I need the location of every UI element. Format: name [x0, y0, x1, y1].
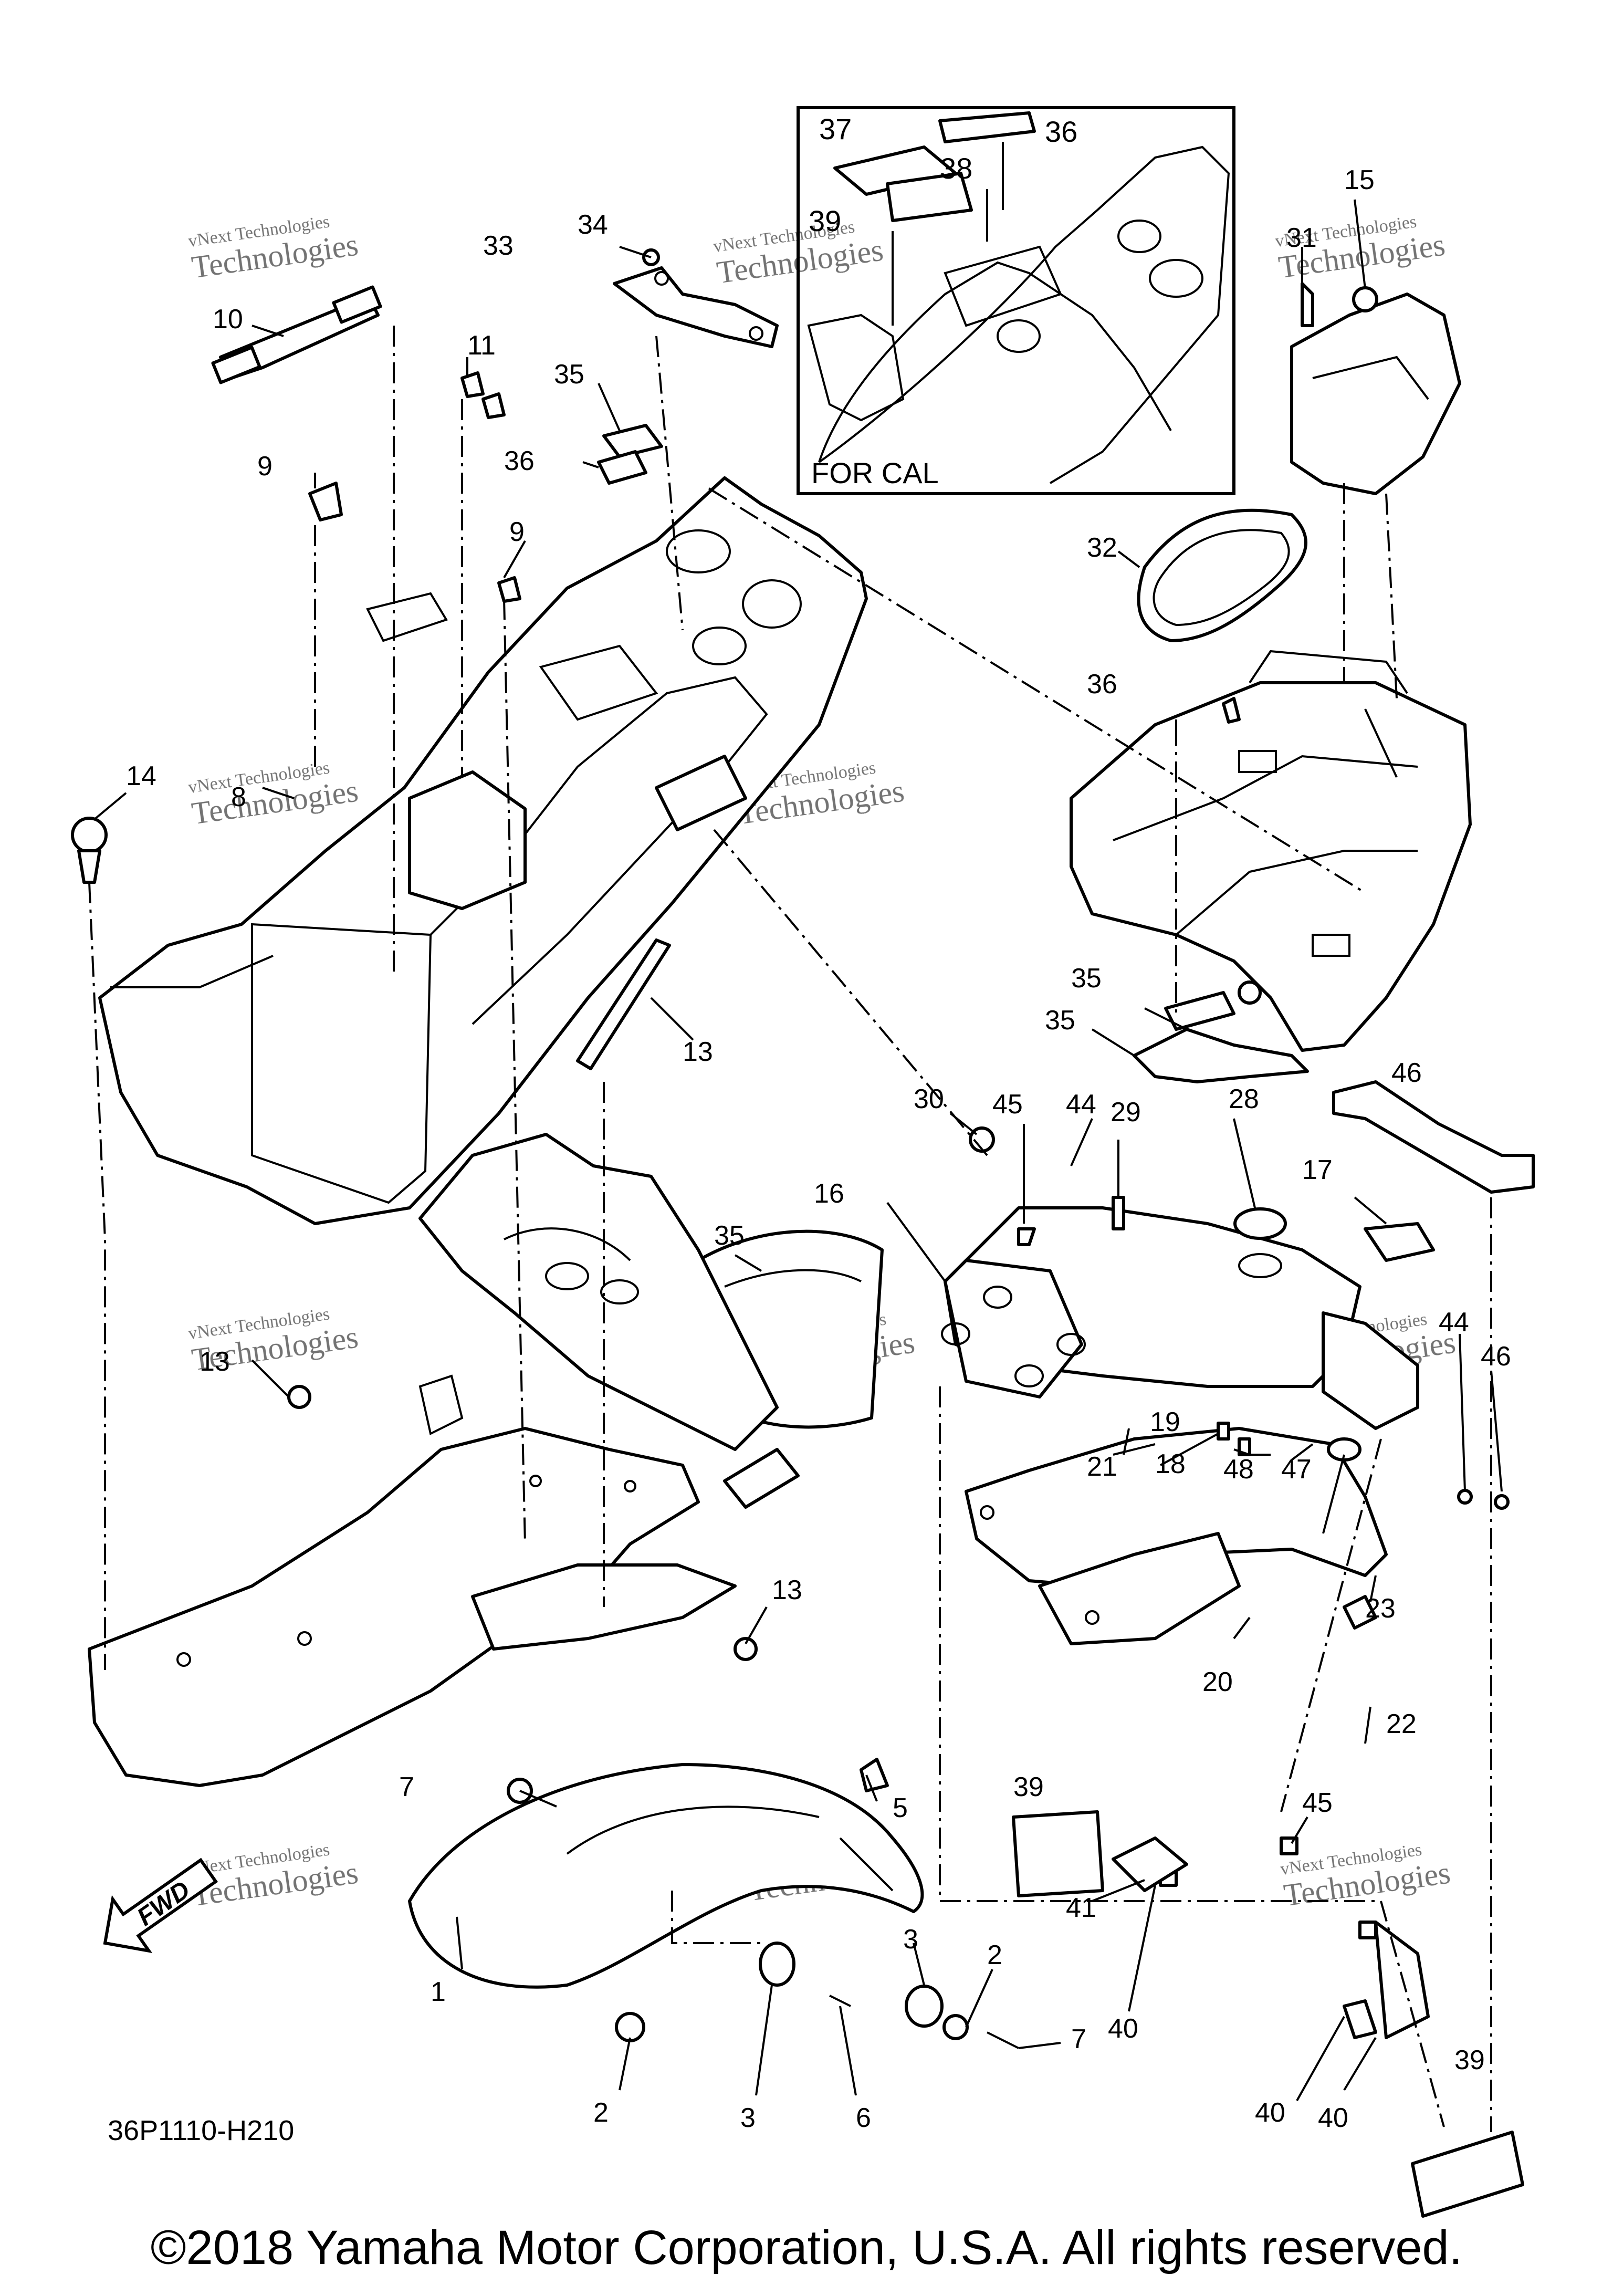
callout-21: 21 [1087, 1452, 1117, 1482]
callout-3: 3 [903, 1924, 918, 1955]
callout-44: 44 [1439, 1307, 1469, 1338]
callout-48: 48 [1223, 1454, 1254, 1485]
callout-25: 29 [1111, 1097, 1141, 1128]
callout-43: 45 [992, 1089, 1023, 1120]
callout-24: 28 [1229, 1084, 1259, 1114]
part-17-plate [1364, 1222, 1435, 1262]
callout-9: 9 [509, 517, 525, 547]
callout-15: 15 [1344, 165, 1375, 195]
callout-17: 17 [1302, 1155, 1333, 1185]
callout-14: 14 [126, 761, 156, 791]
part-31-32-lever [1133, 991, 1309, 1083]
callout-36: 37 [819, 112, 852, 145]
callout-7: 7 [399, 1772, 414, 1802]
callout-4: 5 [893, 1793, 908, 1823]
part-27-15-bracket [1290, 282, 1461, 495]
callout-44: 44 [1066, 1089, 1096, 1120]
part-code: 36P1110-H210 [108, 2115, 294, 2146]
callout-18: 18 [1155, 1449, 1186, 1479]
callout-27: 31 [1286, 223, 1317, 253]
callout-39: 39 [1013, 1772, 1044, 1802]
callout-30: 34 [578, 210, 608, 240]
callout-36: 36 [504, 446, 535, 476]
callout-31: 35 [1045, 1005, 1075, 1036]
callout-2: 2 [987, 1940, 1002, 1970]
part-46-bracket [1332, 1080, 1535, 1194]
callout-29: 33 [483, 231, 514, 261]
callouts: 10 9 8 14 11 33 34 35 36 9 13 13 13 35 1… [126, 112, 1511, 2133]
callout-37: 38 [940, 152, 972, 185]
part-20-license-bracket [965, 1427, 1388, 1645]
callout-22: 22 [1386, 1709, 1417, 1739]
part-16-housing [941, 1206, 1419, 1430]
callout-6: 7 [1071, 2024, 1086, 2054]
callout-13: 13 [200, 1347, 230, 1377]
rear-fender-liner [98, 476, 868, 1225]
callout-20: 20 [1202, 1667, 1233, 1697]
callout-3: 3 [740, 2103, 756, 2133]
part-35-36-stickers [597, 424, 663, 485]
assembly-lines [88, 326, 1492, 2132]
callout-2: 2 [593, 2097, 609, 2128]
part-39-reflector-right [1411, 2131, 1524, 2218]
callout-28: 32 [1087, 533, 1117, 563]
callout-39: 39 [1454, 2045, 1485, 2075]
callout-43: 46 [1481, 1341, 1511, 1372]
callout-35: 36 [1045, 115, 1077, 148]
lower-frame [88, 1133, 800, 1787]
callout-19: 19 [1150, 1407, 1180, 1437]
leader-lines [93, 199, 1503, 2101]
part-12-strip [576, 938, 671, 1070]
callout-45: 45 [1302, 1788, 1333, 1818]
callout-40: 40 [1255, 2097, 1285, 2128]
callout-11: 11 [467, 330, 496, 361]
callout-13: 13 [772, 1575, 802, 1605]
callout-16: 16 [814, 1178, 844, 1209]
part-28-seal [1137, 508, 1308, 642]
callout-47: 47 [1281, 1454, 1312, 1485]
part-29-bracket [613, 266, 779, 348]
callout-32: 35 [1071, 963, 1102, 994]
rear-subframe [1070, 650, 1472, 1052]
callout-46: 46 [1391, 1058, 1422, 1088]
callout-10: 10 [213, 304, 243, 335]
callout-33: 36 [1087, 669, 1117, 700]
callout-5: 6 [856, 2103, 871, 2133]
callout-8: 8 [231, 782, 246, 812]
part-10-strap [211, 285, 382, 384]
inset-label: FOR CAL [811, 456, 939, 489]
callout-42: 41 [1066, 1893, 1096, 1923]
callout-23: 23 [1365, 1593, 1396, 1624]
part-39-reflector-left [1012, 1810, 1104, 1897]
callout-34: 35 [714, 1220, 745, 1251]
callout-1: 1 [431, 1977, 446, 2007]
callout-38: 39 [809, 204, 841, 237]
callout-41: 40 [1318, 2103, 1348, 2133]
inset-for-cal: FOR CAL [797, 106, 1235, 495]
part-1-front-fender [408, 1763, 924, 1989]
callout-40: 40 [1108, 2013, 1138, 2044]
callout-35: 35 [554, 359, 584, 390]
copyright-text: ©2018 Yamaha Motor Corporation, U.S.A. A… [150, 2221, 1463, 2274]
hardware [71, 248, 1510, 2049]
callout-26: 30 [914, 1084, 944, 1114]
callout-9: 9 [257, 451, 273, 482]
callout-12: 13 [683, 1037, 713, 1067]
